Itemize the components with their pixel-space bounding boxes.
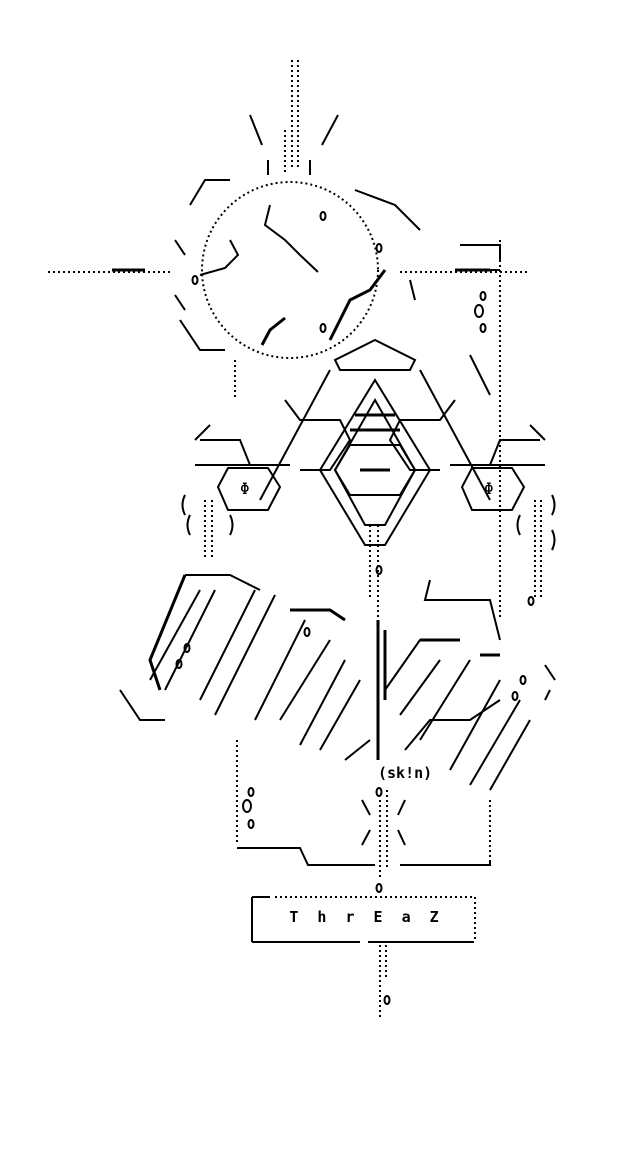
signature-tag: (sk!n) bbox=[378, 764, 433, 782]
right-hexagon-emblem: Φ bbox=[388, 399, 546, 511]
lower-lattice bbox=[119, 574, 556, 791]
lower-frame bbox=[236, 740, 491, 880]
svg-text:Φ: Φ bbox=[240, 479, 250, 498]
svg-text:Φ: Φ bbox=[484, 479, 494, 498]
central-hexagon bbox=[259, 338, 491, 546]
sun-orb bbox=[174, 179, 501, 620]
left-hexagon-emblem: Φ bbox=[194, 399, 352, 511]
title-box-text: T h r E a Z bbox=[289, 908, 439, 926]
orbs bbox=[175, 211, 535, 1005]
title-box bbox=[251, 896, 476, 943]
bottom-tail bbox=[379, 945, 387, 1020]
top-spire bbox=[249, 60, 339, 175]
side-columns bbox=[181, 494, 556, 620]
